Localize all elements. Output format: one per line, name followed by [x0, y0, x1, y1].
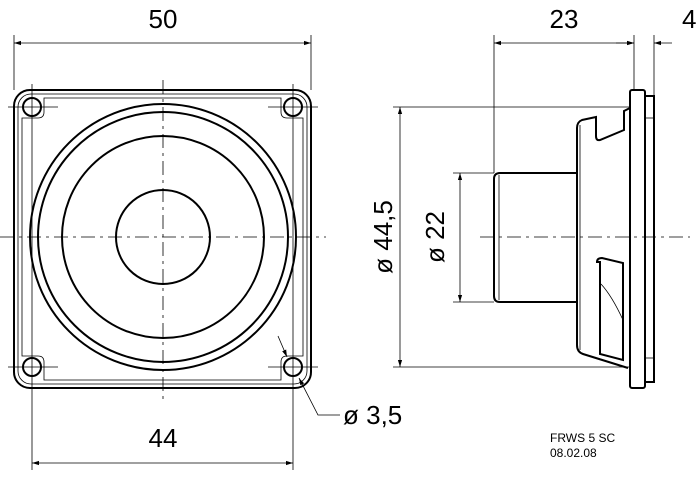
- dim-front-width: 50: [149, 4, 178, 34]
- dim-hole-spacing: 44: [149, 423, 178, 453]
- dim-flange-thickness: 4: [682, 4, 696, 34]
- date-label: 08.02.08: [550, 446, 597, 460]
- side-view: [480, 89, 690, 389]
- dim-magnet-diameter: ø 22: [420, 211, 450, 263]
- dim-hole-diameter: ø 3,5: [343, 400, 402, 430]
- model-label: FRWS 5 SC: [550, 431, 615, 445]
- dim-depth: 23: [550, 4, 579, 34]
- front-view: [0, 80, 326, 470]
- dim-outer-diameter: ø 44,5: [368, 200, 398, 274]
